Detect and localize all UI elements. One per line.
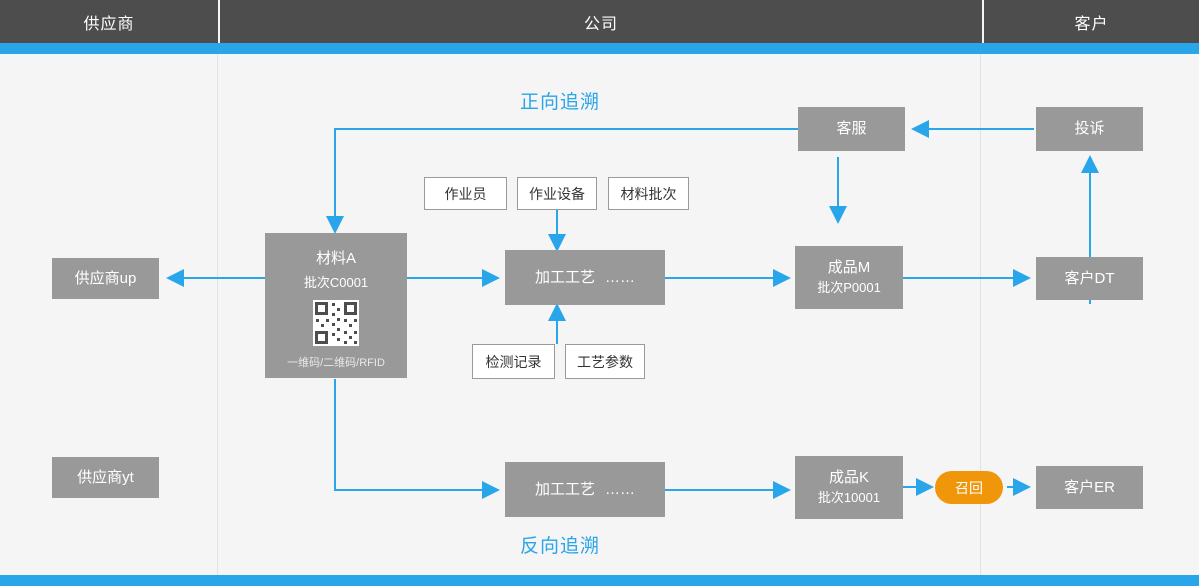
node-process-top-label: 加工工艺 xyxy=(534,268,595,286)
node-customer-dt-label: 客户DT xyxy=(1064,269,1115,287)
attribute-equipment[interactable]: 作业设备 xyxy=(517,177,597,210)
node-process-bottom[interactable]: 加工工艺 …… xyxy=(505,462,665,517)
node-supplier-up-label: 供应商up xyxy=(74,269,137,287)
material-batch: 批次C0001 xyxy=(303,275,369,290)
attribute-equipment-label: 作业设备 xyxy=(529,185,585,202)
node-customer-er[interactable]: 客户ER xyxy=(1036,466,1143,509)
node-customer-service-label: 客服 xyxy=(836,120,867,138)
column-divider-right xyxy=(980,54,981,575)
header-column-company-label: 公司 xyxy=(583,15,618,33)
top-accent-bar xyxy=(0,43,1199,54)
node-recall-label: 召回 xyxy=(955,479,983,496)
node-process-top[interactable]: 加工工艺 …… xyxy=(505,250,665,305)
node-product-k-title: 成品K xyxy=(828,469,869,487)
header-column-supplier: 供应商 xyxy=(0,0,218,53)
attribute-process-params[interactable]: 工艺参数 xyxy=(565,344,645,379)
qr-code-icon xyxy=(313,300,359,346)
attribute-inspection-record[interactable]: 检测记录 xyxy=(472,344,555,379)
node-material-a[interactable]: 材料A 批次C0001 xyxy=(265,233,407,378)
node-product-k[interactable]: 成品K 批次10001 xyxy=(795,456,903,519)
node-product-m[interactable]: 成品M 批次P0001 xyxy=(795,246,903,309)
attribute-inspection-record-label: 检测记录 xyxy=(485,353,542,370)
material-title: 材料A xyxy=(315,250,356,267)
attribute-operator-label: 作业员 xyxy=(444,185,487,202)
node-customer-service[interactable]: 客服 xyxy=(798,107,905,151)
node-process-bottom-label: 加工工艺 xyxy=(534,480,595,498)
bottom-accent-bar xyxy=(0,575,1199,586)
diagram-canvas: 正向追溯 反向追溯 供应商up 供应商yt 材料A 批次C0001 xyxy=(0,54,1199,575)
header-column-supplier-label: 供应商 xyxy=(83,15,135,33)
node-customer-dt[interactable]: 客户DT xyxy=(1036,257,1143,300)
header-column-company: 公司 xyxy=(220,0,982,53)
forward-trace-label: 正向追溯 xyxy=(520,92,601,113)
attribute-material-batch[interactable]: 材料批次 xyxy=(608,177,689,210)
node-supplier-yt-label: 供应商yt xyxy=(77,468,134,486)
attribute-process-params-label: 工艺参数 xyxy=(577,353,633,370)
node-complaint[interactable]: 投诉 xyxy=(1036,107,1143,151)
header-bar: 供应商 公司 客户 xyxy=(0,0,1199,53)
node-supplier-up[interactable]: 供应商up xyxy=(52,258,159,299)
node-complaint-label: 投诉 xyxy=(1074,120,1105,138)
node-process-top-suffix: …… xyxy=(605,268,635,286)
attribute-operator[interactable]: 作业员 xyxy=(424,177,507,210)
reverse-trace-label: 反向追溯 xyxy=(520,536,601,557)
header-column-customer-label: 客户 xyxy=(1074,15,1109,33)
attribute-material-batch-label: 材料批次 xyxy=(620,185,677,202)
header-column-customer: 客户 xyxy=(984,0,1199,53)
node-process-bottom-suffix: …… xyxy=(605,480,635,498)
node-product-m-title: 成品M xyxy=(827,259,871,277)
node-customer-er-label: 客户ER xyxy=(1064,478,1115,496)
node-product-k-batch: 批次10001 xyxy=(817,489,881,505)
column-divider-left xyxy=(217,54,218,575)
node-product-m-batch: 批次P0001 xyxy=(817,279,881,295)
material-code-types: 一维码/二维码/RFID xyxy=(287,357,385,369)
node-recall[interactable]: 召回 xyxy=(935,471,1003,504)
node-supplier-yt[interactable]: 供应商yt xyxy=(52,457,159,498)
